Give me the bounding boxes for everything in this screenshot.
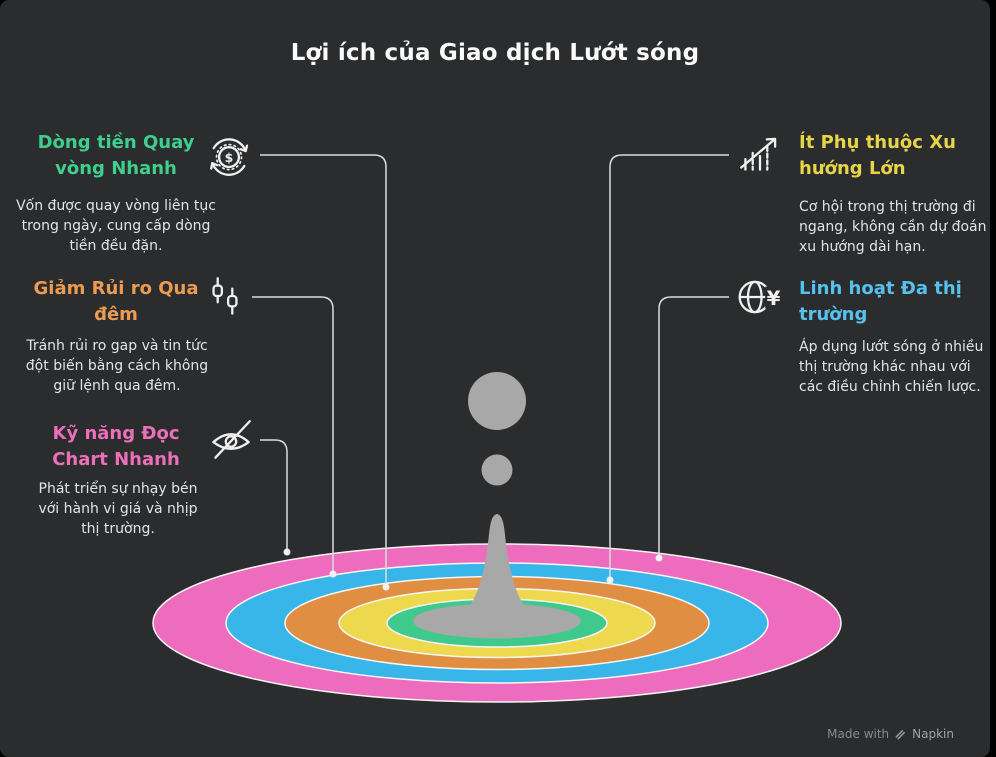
candlestick-icon	[198, 270, 252, 324]
item-title-overnight-risk: Giảm Rủi ro Qua đêm	[33, 278, 199, 326]
eye-icon	[204, 413, 258, 467]
item-desc-chart-reading: Phát triển sự nhạy bén với hành vi giá v…	[38, 481, 198, 538]
ripple-ring-blue	[225, 562, 769, 684]
made-with-label: Made with	[827, 727, 890, 741]
connector-dot-overnight-risk	[329, 570, 337, 578]
connector-cash-flow	[260, 154, 387, 584]
yen-glyph: ¥	[767, 287, 781, 310]
item-title-multi-market: Linh hoạt Đa thị trường	[799, 278, 962, 326]
ripple-ring-orange	[284, 575, 710, 671]
napkin-brand-label: Napkin	[912, 727, 954, 741]
globe-yen-icon: ¥	[733, 270, 787, 324]
item-title-chart-reading: Kỹ năng Đọc Chart Nhanh	[52, 423, 180, 471]
connector-dot-chart-reading	[283, 548, 291, 556]
trend-up-icon	[733, 128, 787, 182]
water-droplet	[413, 372, 581, 639]
item-title-trend-independent: Ít Phụ thuộc Xu hướng Lớn	[799, 132, 956, 180]
ripple-ring-pink	[152, 543, 842, 703]
napkin-logo-icon	[894, 728, 907, 741]
ripple-ring-yellow	[338, 587, 656, 659]
coin-rotation-icon: $	[202, 128, 256, 182]
falling-drop-small	[481, 454, 513, 486]
page-title: Lợi ích của Giao dịch Lướt sóng	[290, 40, 700, 66]
connector-multi-market	[658, 296, 729, 555]
item-desc-multi-market: Áp dụng lướt sóng ở nhiều thị trường khá…	[799, 339, 984, 396]
connector-overnight-risk	[252, 296, 334, 571]
splash-spike	[441, 514, 553, 623]
connector-trend-independent	[609, 154, 729, 577]
item-desc-cash-flow: Vốn được quay vòng liên tục trong ngày, …	[16, 198, 216, 255]
item-title-cash-flow: Dòng tiền Quay vòng Nhanh	[37, 132, 195, 180]
connector-dot-multi-market	[655, 554, 663, 562]
item-desc-trend-independent: Cơ hội trong thị trường đi ngang, không …	[799, 199, 987, 256]
splash-base	[413, 603, 581, 639]
ripple-ring-green	[386, 598, 608, 648]
ripple-rings	[152, 543, 842, 703]
falling-drop-large	[468, 372, 526, 430]
connector-dot-cash-flow	[382, 583, 390, 591]
item-desc-overnight-risk: Tránh rủi ro gap và tin tức đột biến bằn…	[25, 338, 209, 395]
connector-chart-reading	[260, 439, 288, 549]
napkin-credit[interactable]: Made with Napkin	[827, 727, 954, 741]
connector-dot-trend-independent	[606, 576, 614, 584]
dollar-glyph: $	[225, 150, 234, 165]
